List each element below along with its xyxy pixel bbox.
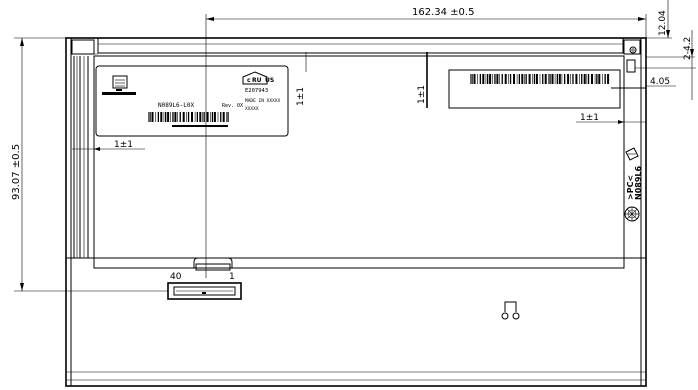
tolerance-left: 1±1 [114, 140, 133, 150]
logo-box [112, 75, 128, 89]
right-dimensions: 12.04 2-4.2 4.05 [635, 0, 696, 100]
height-dimension: 93.07 ±0.5 [11, 37, 168, 292]
fpc-connector: 40 1 [167, 257, 242, 300]
tolerance-label: 1±1 [296, 87, 306, 106]
pin-40-label: 40 [170, 272, 182, 282]
label-model: N089L6-L0X [158, 102, 195, 109]
lot-number: XXXXX [245, 106, 259, 112]
tolerance-middle: 1±1 [417, 85, 427, 104]
svg-text:RU: RU [252, 77, 262, 84]
seal-icon [624, 206, 640, 222]
side-marking: >PC< N089L6 [624, 147, 643, 222]
tolerance-right: 1±1 [580, 113, 599, 123]
certification-mark: c RU US [242, 71, 274, 85]
svg-text:c: c [247, 77, 251, 84]
height-value: 93.07 ±0.5 [11, 144, 22, 200]
recycle-icon [625, 147, 639, 161]
barcode-label [448, 69, 646, 109]
panel-body [93, 55, 625, 269]
module-outline [65, 37, 647, 387]
bracket-symbol [501, 301, 520, 320]
side-model: N089L6 [634, 166, 643, 200]
right-barcode [470, 74, 610, 84]
pin-1-label: 1 [229, 272, 235, 282]
left-side-strips [73, 56, 95, 258]
cert-mark-text: US [265, 77, 274, 84]
width-value: 162.34 ±0.5 [412, 7, 474, 18]
tolerance-callouts: 1±1 1±1 1±1 1±1 [72, 52, 646, 151]
cert-number: E207943 [245, 88, 268, 94]
side-material: >PC< [626, 175, 635, 200]
product-label: N089L6-L0X Rev. 0X c RU US E207943 MADE … [95, 65, 289, 137]
width-dimension: 162.34 ±0.5 [205, 7, 647, 278]
label-rev: Rev. 0X [222, 103, 243, 109]
label-barcode [148, 112, 229, 122]
edge-offset-value: 12.04 [658, 10, 668, 36]
tab-width-value: 4.05 [650, 77, 670, 87]
made-in: MADE IN XXXXX [245, 98, 281, 104]
small-offset-value: 2-4.2 [683, 37, 693, 60]
